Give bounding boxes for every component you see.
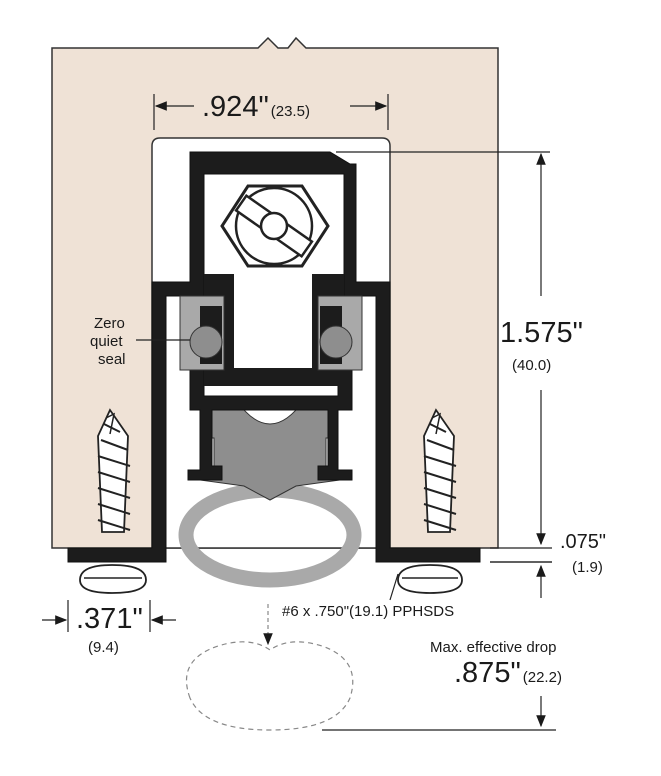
quiet-seal-left	[189, 325, 223, 359]
drop-caption: Max. effective drop	[430, 639, 556, 656]
adjuster-pin	[259, 211, 289, 241]
screw-right-head	[397, 564, 463, 594]
screw-edge-dimension: .371"	[76, 603, 143, 635]
max-drop-outline	[185, 641, 354, 731]
height-dimension: 1.575"	[500, 317, 583, 349]
offset-dimension-mm: (1.9)	[572, 559, 603, 576]
offset-dimension: .075"	[560, 531, 606, 553]
width-dimension: .924"(23.5)	[202, 91, 310, 123]
screw-spec-label: #6 x .750"(19.1) PPHSDS	[282, 603, 454, 620]
screw-right	[397, 408, 463, 594]
adjuster-ring	[234, 186, 314, 266]
seal-callout-line3: seal	[98, 351, 126, 368]
screw-spec-leader	[389, 573, 399, 601]
extrusion-floor	[226, 368, 312, 386]
quiet-seal-right	[319, 325, 353, 359]
height-dimension-mm: (40.0)	[512, 357, 551, 374]
drop-dimension: .875"(22.2)	[454, 657, 562, 689]
channel-window	[234, 274, 312, 368]
seal-callout-line2: quiet	[90, 333, 123, 350]
seal-callout-line1: Zero	[94, 315, 125, 332]
screw-left	[79, 408, 147, 594]
screw-edge-dimension-mm: (9.4)	[88, 639, 119, 656]
screw-left-head	[79, 564, 147, 594]
